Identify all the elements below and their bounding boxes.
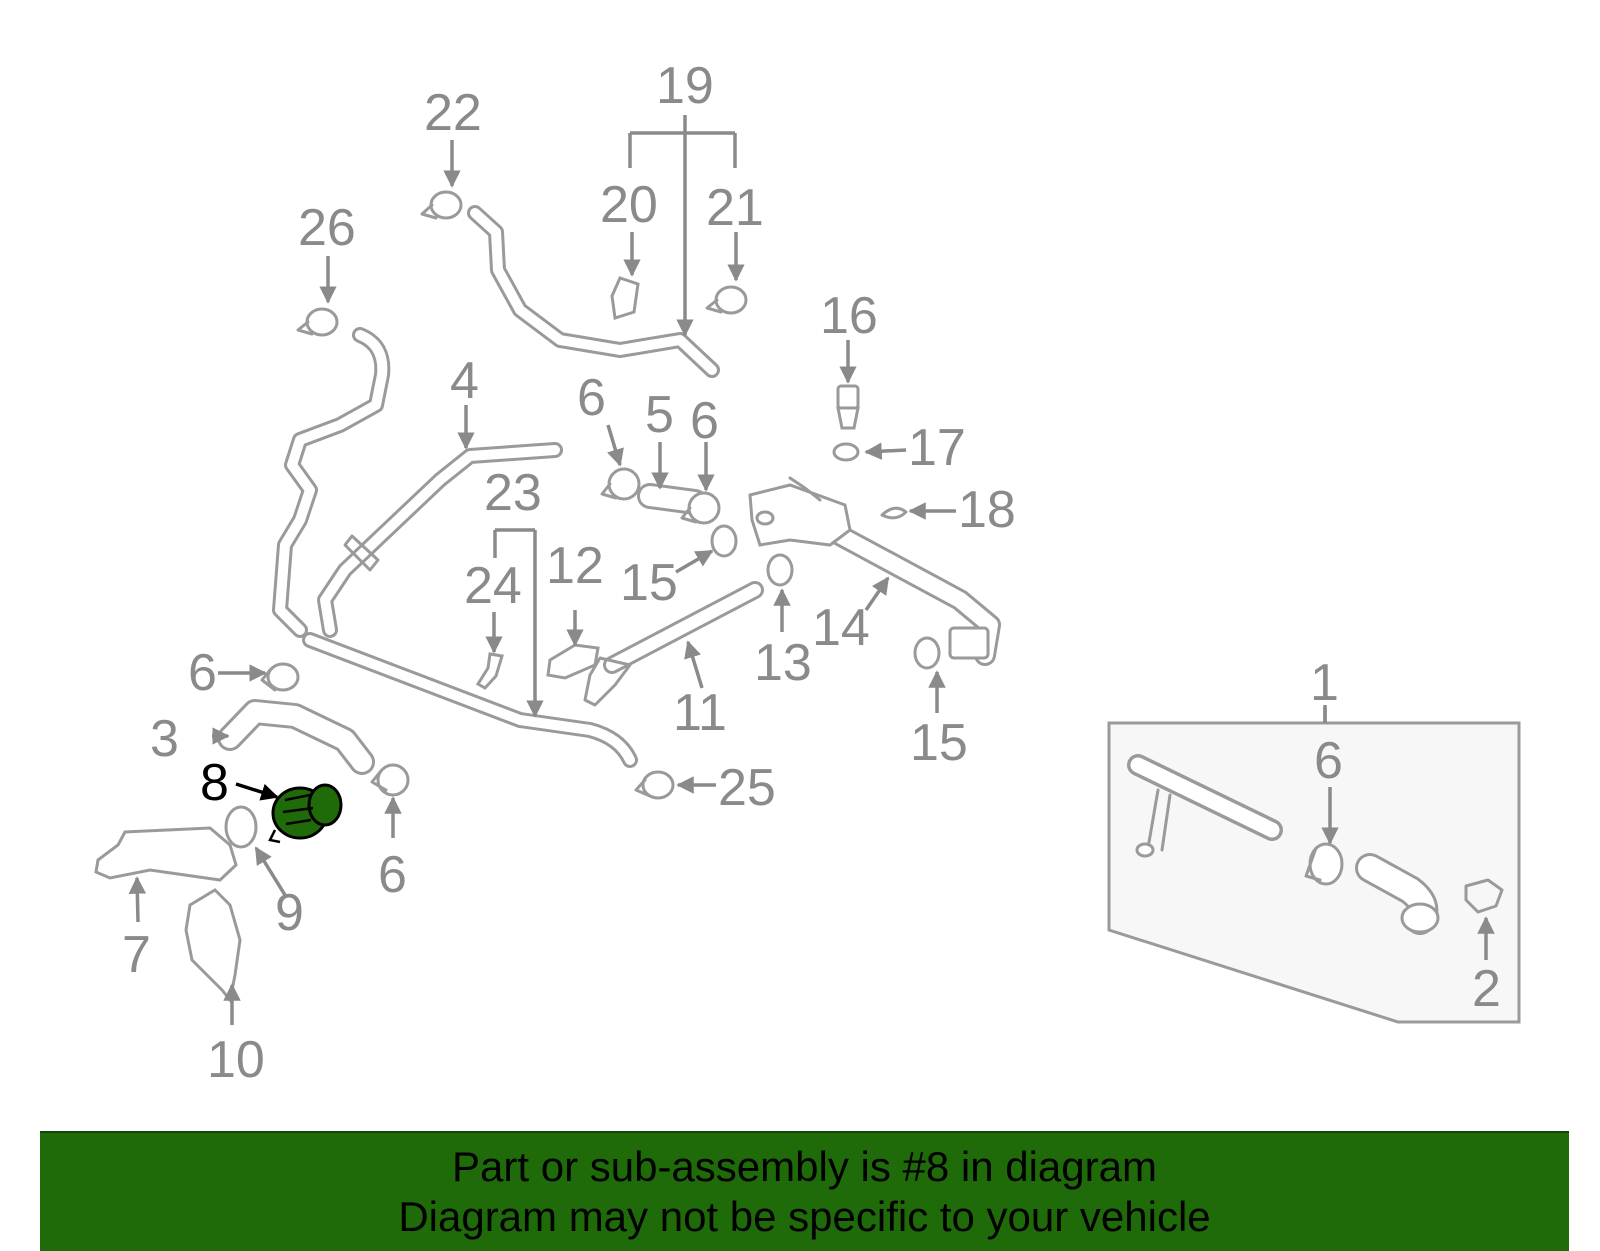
sensor-16 (836, 384, 860, 430)
kit-box (1107, 705, 1521, 1024)
leader-lines (128, 115, 1495, 1025)
hose-5 (637, 483, 708, 515)
info-banner: Part or sub-assembly is #8 in diagram Di… (40, 1131, 1569, 1251)
callout-8[interactable]: 8 (200, 754, 229, 812)
callout-22: 22 (424, 84, 482, 142)
clamp-6c (260, 662, 300, 692)
callout-15-a: 15 (620, 554, 678, 612)
callouts: 1 2 3 4 5 6 6 6 6 6 7 8 9 10 11 12 13 14… (122, 57, 1501, 1089)
callout-4: 4 (450, 352, 479, 410)
clamp-21 (705, 285, 748, 315)
pipe-11 (583, 581, 764, 707)
callout-9: 9 (275, 884, 304, 942)
callout-13: 13 (754, 634, 812, 692)
ring-15a (710, 524, 738, 558)
clamp-6d (370, 763, 410, 797)
ring-13 (766, 553, 794, 587)
hose-3 (217, 699, 375, 775)
hose-19 (467, 205, 720, 378)
callout-12: 12 (546, 537, 604, 595)
clip-20 (610, 276, 640, 320)
clip-24 (475, 652, 504, 690)
callout-20: 20 (600, 176, 658, 234)
clamp-22 (420, 190, 463, 220)
callout-6-b: 6 (690, 392, 719, 450)
pipe-14 (748, 476, 1001, 666)
callout-10: 10 (207, 1031, 265, 1089)
callout-6-c: 6 (188, 644, 217, 702)
banner-line-disclaimer: Diagram may not be specific to your vehi… (398, 1193, 1211, 1240)
hose-26 (272, 327, 391, 638)
callout-11: 11 (673, 684, 727, 742)
callout-6-e: 6 (1314, 732, 1343, 790)
callout-24: 24 (464, 557, 522, 615)
callout-2: 2 (1472, 960, 1501, 1018)
callout-23: 23 (484, 464, 542, 522)
callout-3: 3 (150, 710, 179, 768)
callout-16: 16 (820, 287, 878, 345)
callout-21: 21 (706, 179, 764, 237)
hose-23 (302, 632, 638, 768)
thermostat-8[interactable] (268, 783, 343, 844)
callout-26: 26 (298, 199, 356, 257)
banner-line-part: Part or sub-assembly is #8 in diagram (452, 1143, 1157, 1190)
ring-17 (832, 442, 860, 462)
callout-19: 19 (656, 57, 714, 115)
hose-4 (317, 442, 563, 638)
oring-9 (224, 805, 258, 849)
callout-25: 25 (718, 759, 776, 817)
callout-5: 5 (645, 386, 674, 444)
callout-15-b: 15 (910, 714, 968, 772)
clamp-6a (600, 467, 641, 501)
cover-10 (184, 888, 242, 1004)
callout-1: 1 (1310, 654, 1339, 712)
callout-6-d: 6 (378, 846, 407, 904)
callout-7: 7 (122, 926, 151, 984)
callout-18: 18 (958, 481, 1016, 539)
ring-15b (913, 636, 941, 670)
kit-clamp (1304, 842, 1344, 886)
callout-17: 17 (908, 419, 966, 477)
clamp-26 (296, 307, 339, 337)
clamp-25 (634, 770, 675, 800)
callout-14: 14 (812, 599, 870, 657)
callout-6-a: 6 (577, 369, 606, 427)
clamp-6b (680, 491, 721, 525)
housing-7 (94, 826, 238, 882)
clip-18 (880, 506, 908, 520)
